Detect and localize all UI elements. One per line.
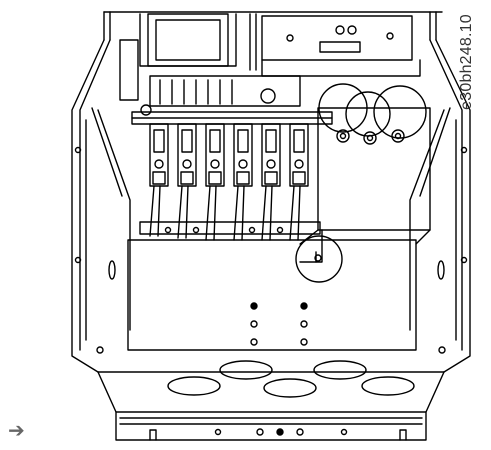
arrow-icon: ➔ [8, 418, 25, 442]
floor-mounting-holes [250, 302, 308, 346]
terminal-block-area [131, 75, 333, 125]
capacitor-panel [299, 83, 431, 263]
figure-reference-code: e30bh248.10 [458, 14, 476, 110]
cabinet-walls [71, 11, 471, 373]
bottom-gland-plate [97, 360, 445, 441]
ground-terminal-highlight [295, 235, 343, 283]
power-terminal-lugs [139, 123, 321, 241]
top-mounting-plate [119, 13, 421, 101]
